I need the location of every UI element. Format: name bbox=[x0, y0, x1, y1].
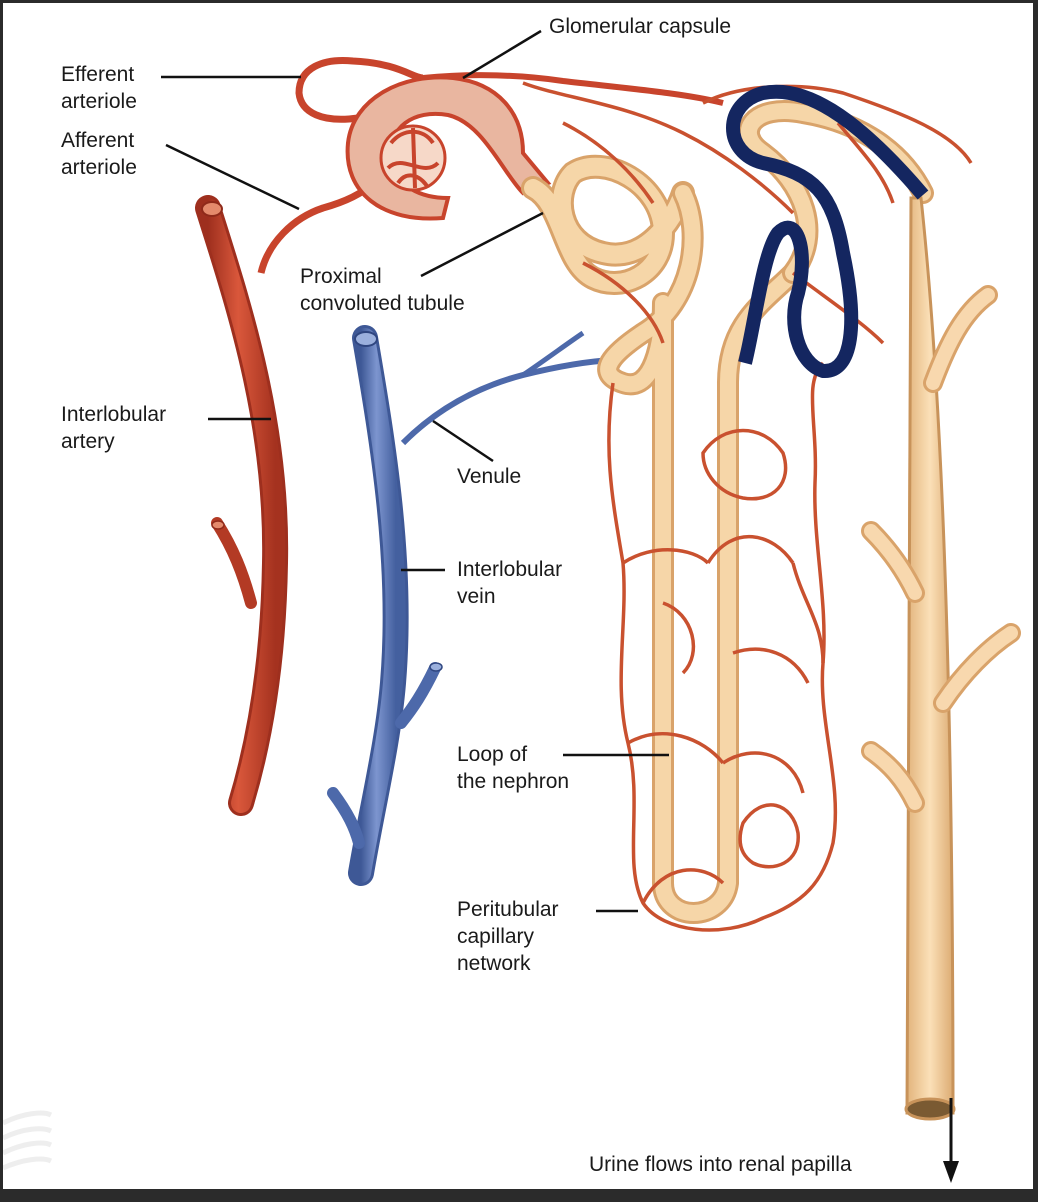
leader-lines bbox=[161, 29, 669, 913]
label-venule: Venule bbox=[457, 465, 522, 488]
leader-proximal-tubule bbox=[420, 211, 544, 278]
leader-glomerular-capsule bbox=[462, 29, 542, 80]
nephron-tubules bbox=[521, 100, 934, 924]
annotation-highlight bbox=[726, 84, 929, 378]
interlobular-vein bbox=[327, 325, 443, 886]
watermark-graphic bbox=[3, 1110, 53, 1171]
peritubular-capillary-network bbox=[522, 81, 973, 932]
diagram-canvas: Glomerular capsule Efferent arteriole Af… bbox=[3, 3, 1033, 1189]
label-peritubular-capillary-network: Peritubular capillary network bbox=[457, 898, 559, 975]
label-interlobular-artery: Interlobular artery bbox=[61, 403, 167, 453]
nephron-diagram bbox=[3, 29, 1021, 1183]
collecting-duct bbox=[861, 196, 1021, 1121]
glomerular-capsule bbox=[345, 75, 552, 221]
label-afferent-arteriole: Afferent arteriole bbox=[61, 129, 137, 179]
label-efferent-arteriole: Efferent arteriole bbox=[61, 63, 137, 113]
label-interlobular-vein: Interlobular vein bbox=[457, 558, 563, 608]
venule bbox=[400, 330, 614, 446]
leader-afferent-arteriole bbox=[165, 143, 300, 211]
interlobular-artery bbox=[195, 195, 289, 816]
leader-venule bbox=[432, 419, 494, 463]
label-proximal-convoluted-tubule: Proximal convoluted tubule bbox=[300, 265, 465, 315]
urine-flow-arrow bbox=[943, 1098, 959, 1183]
label-loop-of-the-nephron: Loop of the nephron bbox=[457, 743, 570, 793]
label-urine-flow: Urine flows into renal papilla bbox=[589, 1153, 852, 1176]
label-glomerular-capsule: Glomerular capsule bbox=[549, 15, 732, 38]
